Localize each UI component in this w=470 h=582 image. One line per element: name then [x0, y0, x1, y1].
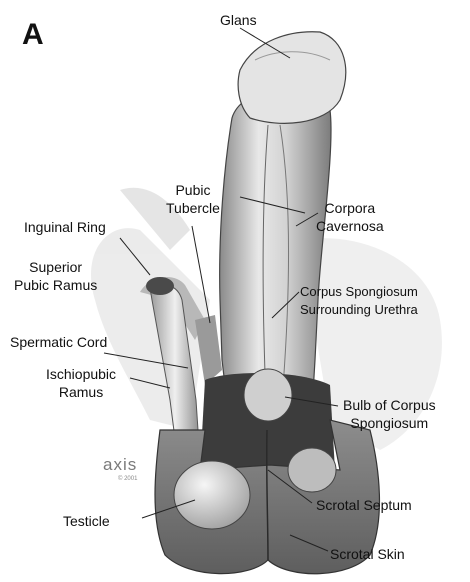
- label-corpora-line1: Corpora: [316, 199, 384, 217]
- label-corpora-cavernosa: Corpora Cavernosa: [316, 199, 384, 235]
- label-pubic-tubercle: Pubic Tubercle: [166, 181, 220, 217]
- label-bulb-line2: Spongiosum: [343, 414, 436, 432]
- label-ischiopubic-line1: Ischiopubic: [46, 365, 116, 383]
- label-corpus-spongiosum: Corpus Spongiosum Surrounding Urethra: [300, 283, 418, 319]
- label-pubic-line1: Pubic: [166, 181, 220, 199]
- label-pubic-line2: Tubercle: [166, 199, 220, 217]
- label-superior-line1: Superior: [14, 258, 97, 276]
- label-corpora-line2: Cavernosa: [316, 217, 384, 235]
- label-inguinal-ring: Inguinal Ring: [24, 218, 106, 236]
- label-bulb-of-corpus-spongiosum: Bulb of Corpus Spongiosum: [343, 396, 436, 432]
- glans-shape: [238, 32, 346, 124]
- label-superior-line2: Pubic Ramus: [14, 276, 97, 294]
- label-spongiosum-line2: Surrounding Urethra: [300, 301, 418, 319]
- label-scrotal-septum: Scrotal Septum: [316, 496, 412, 514]
- label-scrotal-skin: Scrotal Skin: [330, 545, 405, 563]
- label-ischiopubic-line2: Ramus: [46, 383, 116, 401]
- label-bulb-line1: Bulb of Corpus: [343, 396, 436, 414]
- inguinal-ring-opening: [146, 277, 174, 295]
- label-ischiopubic-ramus: Ischiopubic Ramus: [46, 365, 116, 401]
- label-spongiosum-line1: Corpus Spongiosum: [300, 283, 418, 301]
- panel-letter: A: [22, 18, 44, 52]
- label-superior-pubic-ramus: Superior Pubic Ramus: [14, 258, 97, 294]
- penile-shaft-shape: [220, 87, 331, 410]
- label-testicle: Testicle: [63, 512, 110, 530]
- label-spermatic-cord: Spermatic Cord: [10, 333, 107, 351]
- axis-logo: axis: [103, 455, 137, 475]
- testicle-shape: [174, 461, 250, 529]
- bulb-of-corpus-spongiosum-shape: [244, 369, 292, 421]
- copyright-text: © 2001: [118, 476, 137, 482]
- label-glans: Glans: [220, 11, 257, 29]
